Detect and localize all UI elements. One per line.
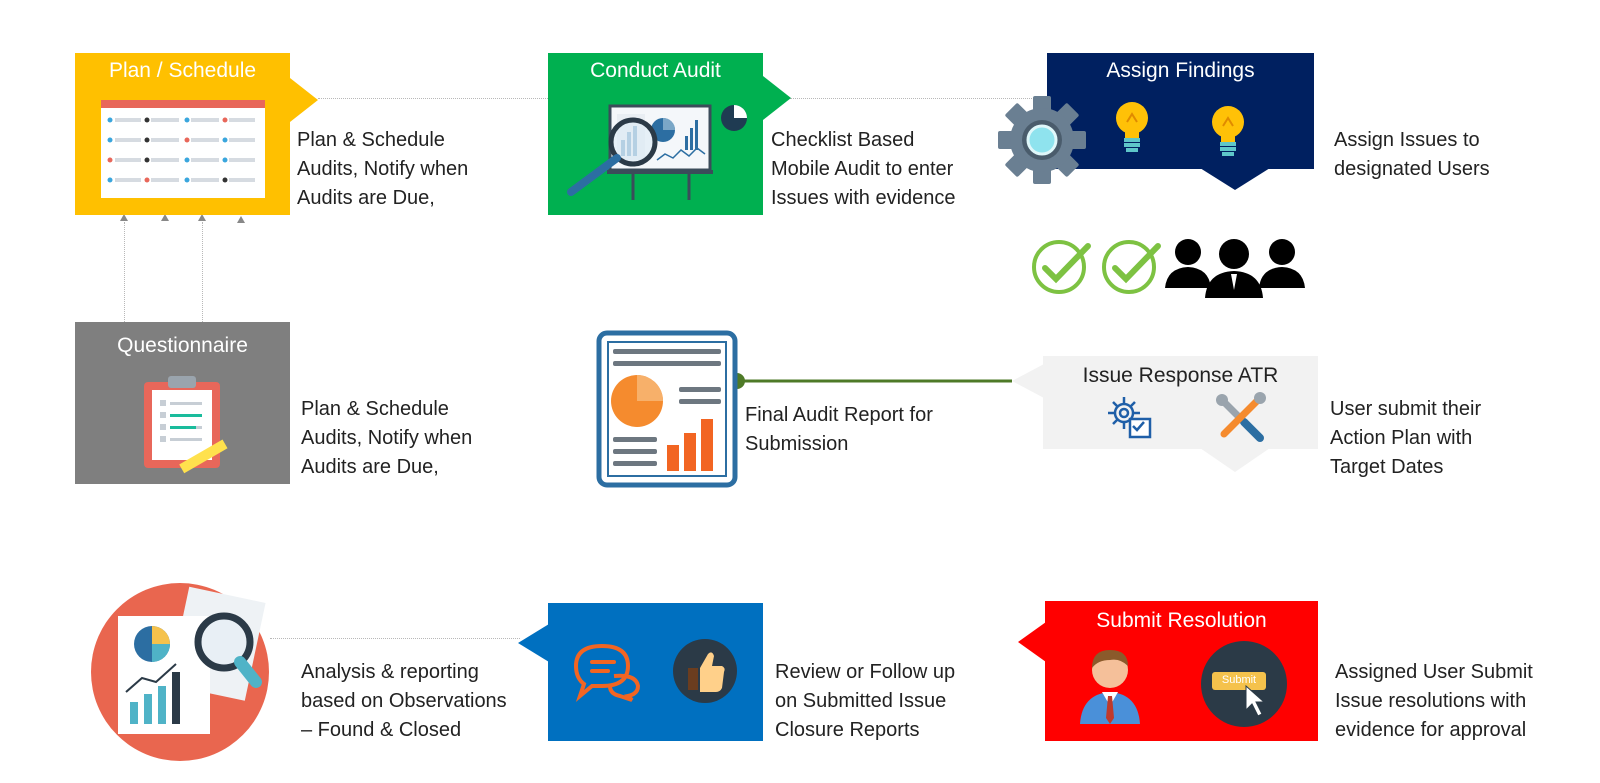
issue-response-left-pointer: [1012, 364, 1044, 398]
connector-questionnaire-to-plan-2: [202, 222, 203, 322]
submit-button-label[interactable]: Submit: [1221, 674, 1257, 686]
calendar-icon: [101, 100, 265, 198]
users-group-icon: [1165, 239, 1305, 298]
conduct-audit-title: Conduct Audit: [590, 59, 721, 82]
conduct-audit-desc: Checklist Based Mobile Audit to enter Is…: [771, 129, 956, 209]
assign-findings-desc: Assign Issues to designated Users: [1334, 129, 1490, 180]
review-desc: Review or Follow up on Submitted Issue C…: [775, 661, 956, 741]
submit-click-icon: [1201, 641, 1287, 727]
arrow-up-4: [237, 216, 245, 223]
review-pointer: [518, 624, 549, 662]
lightbulb-icon-2: [1212, 106, 1244, 156]
assign-findings-title: Assign Findings: [1106, 59, 1255, 82]
conduct-audit-pointer: [763, 76, 791, 120]
settings-checklist-icon: [1108, 397, 1152, 439]
assign-findings-pointer: [1200, 168, 1270, 190]
submit-resolution-pointer: [1018, 622, 1046, 662]
plan-schedule-pointer: [290, 78, 318, 122]
submit-resolution-desc: Assigned User Submit Issue resolutions w…: [1335, 661, 1533, 741]
assign-findings-box[interactable]: Assign Findings: [1047, 53, 1314, 169]
tools-icon: [1216, 392, 1266, 442]
questionnaire-title: Questionnaire: [117, 334, 248, 357]
arrow-up-1: [120, 214, 128, 221]
lightbulb-icon-1: [1116, 102, 1148, 152]
checkmark-icon-2: [1102, 240, 1161, 294]
analysis-desc: Analysis & reporting based on Observatio…: [301, 661, 507, 741]
plan-schedule-desc: Plan & Schedule Audits, Notify when Audi…: [297, 129, 469, 209]
arrow-up-2: [161, 214, 169, 221]
connector-questionnaire-to-plan-1: [124, 222, 125, 322]
final-report-desc: Final Audit Report for Submission: [745, 404, 933, 455]
connector-analysis-to-review: [270, 638, 520, 639]
questionnaire-desc: Plan & Schedule Audits, Notify when Audi…: [301, 398, 473, 478]
connector-audit-to-findings: [790, 98, 1050, 99]
thumbs-up-icon: [673, 639, 737, 703]
gear-icon: [998, 96, 1086, 184]
presentation-board-icon: [567, 104, 747, 200]
analysis-chart-icon: [91, 583, 269, 761]
checkmark-icon-1: [1032, 240, 1091, 294]
issue-response-title: Issue Response ATR: [1082, 364, 1279, 387]
issue-response-bottom-pointer: [1200, 448, 1270, 472]
chat-bubbles-icon: [573, 643, 641, 703]
plan-schedule-title: Plan / Schedule: [108, 59, 257, 82]
businessman-icon: [1080, 650, 1140, 724]
arrow-up-3: [198, 214, 206, 221]
clipboard-icon: [144, 376, 228, 474]
issue-response-desc: User submit their Action Plan with Targe…: [1330, 398, 1482, 478]
issue-response-box[interactable]: Issue Response ATR: [1043, 356, 1318, 449]
submit-resolution-title: Submit Resolution: [1096, 609, 1267, 632]
report-document-icon: [596, 330, 738, 488]
connector-plan-to-audit: [318, 98, 548, 99]
